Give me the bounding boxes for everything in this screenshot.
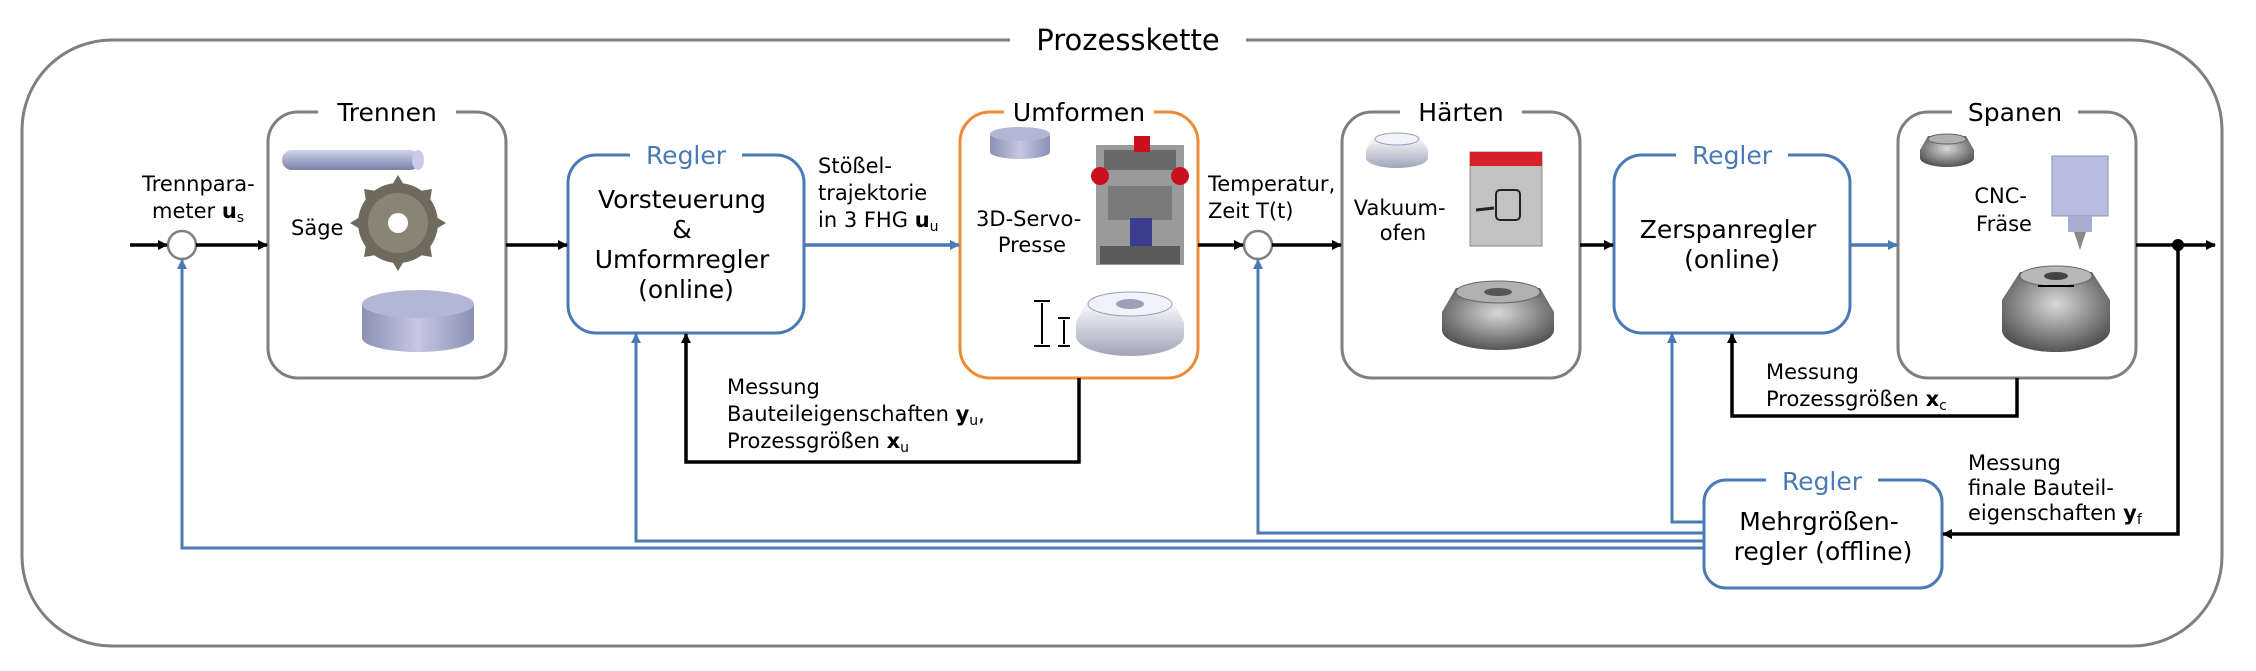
regler2-label: Regler — [1692, 141, 1773, 170]
measurement-process-label: Messung Prozessgrößen xc — [1766, 360, 1947, 414]
rod-icon — [282, 150, 424, 170]
block-trennen: Trennen Säge — [266, 96, 508, 380]
bevel-gear-hardened-icon — [1442, 280, 1554, 350]
servo-press-icon — [1091, 136, 1189, 265]
measurement-final-label: Messung finale Bauteil- eigenschaften yf — [1968, 451, 2143, 528]
regler3-label: Regler — [1782, 467, 1863, 496]
summing-junction-1 — [166, 229, 198, 261]
cnc-label: CNC- Fräse — [1974, 184, 2033, 236]
umformen-title: Umformen — [1013, 98, 1145, 127]
measurement-paths — [681, 245, 2180, 539]
trennen-title: Trennen — [336, 98, 437, 127]
spanen-title: Spanen — [1968, 98, 2062, 127]
haerten-title: Härten — [1418, 98, 1503, 127]
oven-label: Vakuum- ofen — [1354, 196, 1452, 245]
block-umformen: Umformen 3D-Servo- Presse — [958, 96, 1200, 380]
block-regler-zerspan: Regler Zerspanregler (online) — [1612, 140, 1852, 335]
billet-icon — [362, 290, 474, 352]
title-gap — [1010, 22, 1246, 58]
bevel-gear-white-icon — [1076, 291, 1184, 356]
block-spanen: Spanen CNC- Fräse — [1896, 96, 2138, 380]
block-haerten: Härten Vakuum- ofen — [1340, 96, 1582, 380]
height-dimension-icon — [1034, 300, 1070, 347]
input-signal-label: Trennpara- meter us — [141, 172, 261, 226]
temperature-signal-label: Temperatur, Zeit T(t) — [1207, 172, 1342, 223]
offline-feedback-paths — [177, 259, 1704, 550]
regler1-text: Vorsteuerung & Umformregler (online) — [595, 185, 777, 304]
measurement-forming-label: Messung Bauteileigenschaften yu, Prozess… — [727, 375, 992, 456]
press-label: 3D-Servo- Presse — [976, 207, 1088, 257]
saw-blade-icon — [350, 175, 446, 271]
regler2-text: Zerspanregler (online) — [1640, 215, 1824, 274]
milling-spindle-icon — [2051, 155, 2109, 250]
bevel-gear-finished-icon — [2002, 265, 2110, 352]
block-regler-vorsteuerung: Regler Vorsteuerung & Umformregler (onli… — [566, 140, 806, 335]
small-gear-white-icon — [1366, 132, 1428, 168]
small-billet-icon — [990, 127, 1050, 159]
saw-label: Säge — [291, 216, 343, 240]
vacuum-oven-icon — [1469, 151, 1543, 247]
stoessel-signal-label: Stößel- trajektorie in 3 FHG uu — [818, 154, 939, 235]
chain-title: Prozesskette — [1036, 23, 1219, 57]
small-gear-hardened-icon — [1920, 133, 1974, 167]
regler1-label: Regler — [646, 141, 727, 170]
block-regler-mehrgroessen: Regler Mehrgrößen- regler (offline) — [1702, 466, 1944, 590]
regler3-text: Mehrgrößen- regler (offline) — [1734, 507, 1913, 566]
summing-junction-2 — [1242, 229, 1274, 261]
